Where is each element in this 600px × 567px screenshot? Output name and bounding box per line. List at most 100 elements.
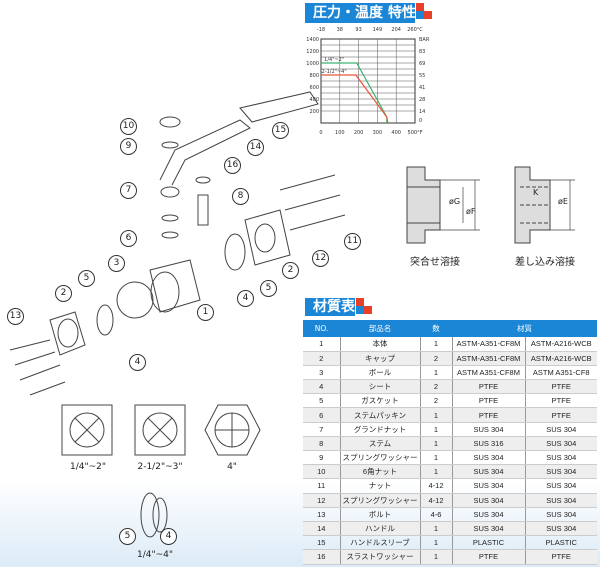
y-right-tick: 14 <box>419 109 425 115</box>
decor-square <box>356 298 364 306</box>
x-bottom-tick: 0 <box>319 130 322 136</box>
cell-no: 9 <box>303 450 340 466</box>
exploded-view-drawing <box>9 91 346 538</box>
cell-material-b: SUS 304 <box>524 464 597 480</box>
stem-packing <box>161 214 179 222</box>
part-callout: 6 <box>120 230 137 247</box>
decor-square <box>424 11 432 19</box>
cell-qty: 1 <box>419 535 452 551</box>
weld-diagrams <box>406 166 575 244</box>
hex-nut <box>159 116 181 128</box>
part-callout: 14 <box>247 139 264 156</box>
cell-qty: 4-12 <box>419 493 452 508</box>
part-callout: 5 <box>78 270 95 287</box>
y-left-tick: 1200 <box>306 49 319 55</box>
y-right-tick: 55 <box>419 73 425 79</box>
cap-port <box>57 318 79 348</box>
cap-right <box>244 209 291 266</box>
cell-material-b: ASTM-A216-WCB <box>524 337 597 352</box>
part-callout: 9 <box>120 138 137 155</box>
cell-material-a: SUS 304 <box>451 450 525 466</box>
cell-part-name: ナット <box>339 478 420 494</box>
decor-square <box>416 3 424 11</box>
cell-no: 8 <box>303 436 340 452</box>
cell-material-b: SUS 304 <box>524 422 597 437</box>
y-left-tick: 1400 <box>306 37 319 43</box>
cell-qty: 4-6 <box>419 507 452 522</box>
x-top-tick: 38 <box>337 27 343 33</box>
y-right-tick: 28 <box>419 97 425 103</box>
part-callout: 15 <box>272 122 289 139</box>
y-right-tick: 83 <box>419 49 425 55</box>
cell-qty: 1 <box>419 450 452 466</box>
cell-qty: 4-12 <box>419 478 452 494</box>
gasket <box>224 233 246 271</box>
cell-material-a: SUS 316 <box>451 436 525 452</box>
cell-material-b: SUS 304 <box>524 521 597 537</box>
cell-part-name: グランドナット <box>339 422 420 437</box>
x-top-tick: 93 <box>355 27 361 33</box>
cell-part-name: ハンドルスリーブ <box>339 535 420 551</box>
socket-weld-dimension-lines <box>550 179 575 231</box>
butt-weld-dimension-lines <box>440 179 480 231</box>
part-callout: 4 <box>237 290 254 307</box>
cell-material-a: ASTM-A351-CF8M <box>451 337 525 352</box>
cell-no: 13 <box>303 507 340 522</box>
y-left-tick: 800 <box>309 73 319 79</box>
cell-material-b: SUS 304 <box>524 450 597 466</box>
decor-square <box>356 306 364 314</box>
cell-material-a: SUS 304 <box>451 521 525 537</box>
cell-material-b: SUS 304 <box>524 493 597 508</box>
cell-no: 15 <box>303 535 340 551</box>
cell-material-b: PTFE <box>524 379 597 395</box>
part-callout: 2 <box>55 285 72 302</box>
cell-material-b: PTFE <box>524 393 597 409</box>
part-callout: 12 <box>312 250 329 267</box>
y-right-tick: 41 <box>419 85 425 91</box>
cell-qty: 2 <box>419 351 452 366</box>
cell-material-a: PTFE <box>451 379 525 395</box>
part-callout: 2 <box>282 262 299 279</box>
col-qty: 数 <box>420 320 452 337</box>
cell-material-b: PTFE <box>524 549 597 565</box>
cell-no: 5 <box>303 393 340 409</box>
cell-material-a: ASTM-A351-CF8M <box>451 351 525 366</box>
cell-part-name: ボール <box>339 365 420 381</box>
socket-weld-bore <box>520 186 550 224</box>
x-bottom-tick: 300 <box>373 130 383 136</box>
decor-square <box>416 11 424 19</box>
cell-material-a: SUS 304 <box>451 478 525 494</box>
y-left-tick: 400 <box>309 97 319 103</box>
cell-qty: 1 <box>419 549 452 565</box>
cell-no: 1 <box>303 337 340 352</box>
cap-right-port <box>254 223 276 253</box>
cell-no: 2 <box>303 351 340 366</box>
pressure-temperature-chart: 2004006008001000120014000142841556983BAR… <box>306 27 430 136</box>
cell-material-a: PTFE <box>451 393 525 409</box>
cell-qty: 1 <box>419 464 452 480</box>
cell-no: 12 <box>303 493 340 508</box>
cell-qty: 1 <box>419 365 452 381</box>
cell-material-b: SUS 304 <box>524 478 597 494</box>
cell-no: 6 <box>303 407 340 423</box>
studs <box>279 174 346 231</box>
cell-part-name: ボルト <box>339 507 420 522</box>
cell-part-name: スプリングワッシャー <box>339 493 420 508</box>
series-line <box>321 74 389 124</box>
y-left-tick: 200 <box>309 109 319 115</box>
cell-qty: 2 <box>419 393 452 409</box>
cell-material-b: SUS 304 <box>524 436 597 452</box>
col-material: 材質 <box>452 320 597 337</box>
bolts <box>9 339 66 396</box>
cell-part-name: ガスケット <box>339 393 420 409</box>
y-left-tick: 600 <box>309 85 319 91</box>
part-callout: 16 <box>224 157 241 174</box>
